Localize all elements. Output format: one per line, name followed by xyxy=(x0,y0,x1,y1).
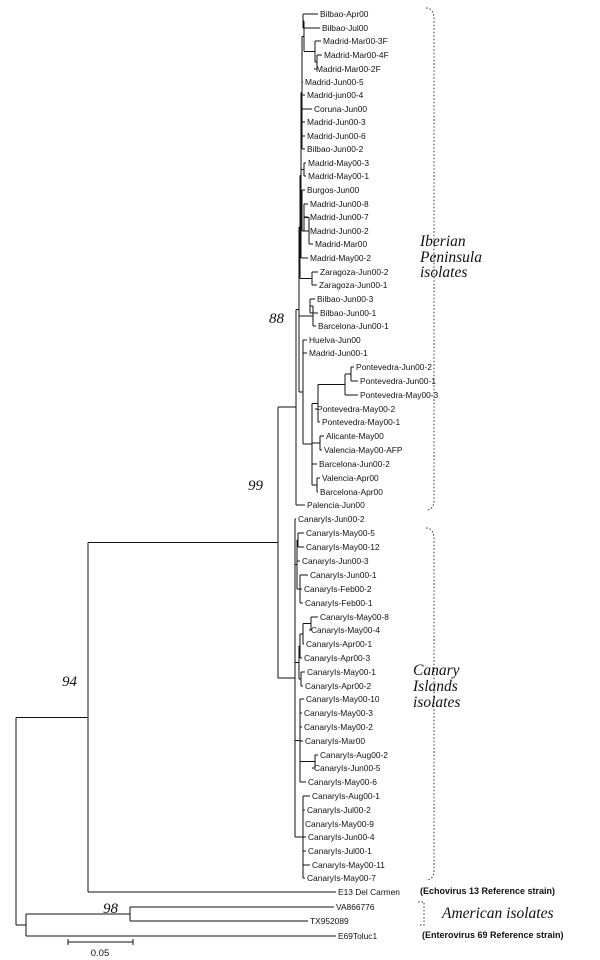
svg-text:isolates: isolates xyxy=(413,694,460,711)
leaf-label: CanaryIs-Jun00-3 xyxy=(302,556,369,566)
leaf-label: Madrid-Jun00-2 xyxy=(310,226,369,236)
leaf-label: Madrid-Jun00-7 xyxy=(310,212,369,222)
leaf-label: CanaryIs-Jun00-1 xyxy=(310,570,377,580)
e13-reference-note: (Echovirus 13 Reference strain) xyxy=(420,886,555,896)
leaf-label: CanaryIs-Jun00-4 xyxy=(308,832,375,842)
leaf-label: CanaryIs-May00-8 xyxy=(320,612,389,622)
leaf-label: CanaryIs-Apr00-1 xyxy=(306,639,372,649)
e69-reference-note: (Enterovirus 69 Reference strain) xyxy=(422,930,564,940)
leaf-label: Burgos-Jun00 xyxy=(307,185,359,195)
leaf-label: Madrid-May00-1 xyxy=(308,171,369,181)
leaf-label: Madrid-Mar00-4F xyxy=(324,50,389,60)
svg-text:Canary: Canary xyxy=(413,662,460,679)
leaf-label: Bilbao-Jul00 xyxy=(322,23,368,33)
leaf-label: CanaryIs-May00-11 xyxy=(312,860,385,870)
leaf-label: Alicante-May00 xyxy=(326,431,384,441)
leaf-label: Zaragoza-Jun00-1 xyxy=(319,280,388,290)
leaf-label: CanaryIs-May00-9 xyxy=(305,819,374,829)
leaf-label: Barcelona-Apr00 xyxy=(320,487,383,497)
leaf-label: CanaryIs-May00-4 xyxy=(311,625,380,635)
leaf-label: TX952089 xyxy=(310,916,349,926)
bootstrap-94: 94 xyxy=(62,674,78,690)
tree-branches xyxy=(15,13,358,937)
leaf-label: CanaryIs-Jul00-2 xyxy=(307,805,371,815)
leaf-label: Huelva-Jun00 xyxy=(309,335,361,345)
leaf-label: Madrid-Mar00-2F xyxy=(316,64,381,74)
svg-text:Islands: Islands xyxy=(412,678,458,695)
leaf-label: CanaryIs-May00-10 xyxy=(306,694,380,704)
leaf-label: Pontevedra-Jun00-2 xyxy=(356,362,432,372)
iberian-bracket xyxy=(425,7,435,511)
leaf-label: E13 Del Carmen xyxy=(338,887,400,897)
leaf-label: CanaryIs-May00-6 xyxy=(308,777,377,787)
leaf-label: CanaryIs-Jun00-2 xyxy=(298,514,365,524)
leaf-label: Pontevedra-May00-2 xyxy=(317,404,396,414)
leaf-label: Barcelona-Jun00-2 xyxy=(319,459,390,469)
leaf-label: CanaryIs-Apr00-3 xyxy=(304,653,370,663)
leaf-label: VA866776 xyxy=(336,902,375,912)
leaf-label: Zaragoza-Jun00-2 xyxy=(320,267,389,277)
leaf-label: CanaryIs-Apr00-2 xyxy=(305,681,371,691)
leaf-label: E69Toluc1 xyxy=(338,931,377,941)
leaf-label: CanaryIs-Jun00-5 xyxy=(314,763,381,773)
leaf-label: Madrid-Mar00 xyxy=(315,239,367,249)
leaf-label: Bilbao-Jun00-3 xyxy=(317,294,374,304)
leaf-label: CanaryIs-Jul00-1 xyxy=(308,846,372,856)
leaf-label: CanaryIs-Aug00-1 xyxy=(312,791,380,801)
bootstrap-98: 98 xyxy=(103,901,119,917)
leaf-label: CanaryIs-May00-3 xyxy=(304,708,373,718)
svg-text:Peninsula: Peninsula xyxy=(419,249,482,266)
leaf-label: Madrid-Jun00-5 xyxy=(305,77,364,87)
svg-text:isolates: isolates xyxy=(420,264,467,281)
scale-bar: 0.05 xyxy=(67,939,134,959)
leaf-label: Palencia-Jun00 xyxy=(307,500,365,510)
leaf-label: Bilbao-Jun00-1 xyxy=(320,308,377,318)
leaf-label: CanaryIs-May00-5 xyxy=(306,528,375,538)
scale-bar-label: 0.05 xyxy=(91,948,110,959)
leaf-label: Madrid-Jun00-1 xyxy=(309,348,368,358)
bootstrap-88: 88 xyxy=(269,311,285,327)
bootstrap-99: 99 xyxy=(248,478,264,494)
leaf-label: CanaryIs-Mar00 xyxy=(305,736,365,746)
leaf-label: Barcelona-Jun00-1 xyxy=(318,321,389,331)
leaf-label: Madrid-Jun00-6 xyxy=(307,131,366,141)
leaf-label: Madrid-May00-2 xyxy=(310,253,371,263)
leaf-label: Coruna-Jun00 xyxy=(314,104,367,114)
iberian-group-label: Iberian Peninsula isolates xyxy=(419,233,482,281)
leaf-label: Bilbao-Jun00-2 xyxy=(307,144,364,154)
leaf-label: Madrid-Jun00-3 xyxy=(307,117,366,127)
leaf-label: CanaryIs-Feb00-1 xyxy=(305,598,373,608)
leaf-label: CanaryIs-Aug00-2 xyxy=(320,750,388,760)
canary-bracket xyxy=(425,527,435,881)
leaf-label: Valencia-Apr00 xyxy=(322,473,379,483)
leaf-label: Pontevedra-May00-1 xyxy=(322,417,401,427)
leaf-label: Madrid-May00-3 xyxy=(308,158,369,168)
leaf-label: Madrid-Mar00-3F xyxy=(323,36,388,46)
svg-text:Iberian: Iberian xyxy=(419,233,466,250)
leaf-label: Bilbao-Apr00 xyxy=(320,9,369,19)
leaf-label: Madrid-Jun00-8 xyxy=(310,199,369,209)
leaf-label: Valencia-May00-AFP xyxy=(324,445,403,455)
leaf-label: CanaryIs-May00-7 xyxy=(307,873,376,883)
canary-group-label: Canary Islands isolates xyxy=(412,662,460,711)
leaf-label: CanaryIs-May00-12 xyxy=(306,542,380,552)
american-bracket xyxy=(418,901,425,926)
leaf-label: Madrid-jun00-4 xyxy=(307,90,364,100)
leaf-label: CanaryIs-Feb00-2 xyxy=(304,584,372,594)
leaf-label: Pontevedra-Jun00-1 xyxy=(360,376,436,386)
american-group-label: American isolates xyxy=(441,905,554,922)
leaf-label: Pontevedra-May00-3 xyxy=(360,390,439,400)
leaf-label: CanaryIs-May00-2 xyxy=(304,722,373,732)
leaf-label: CanaryIs-May00-1 xyxy=(307,667,376,677)
